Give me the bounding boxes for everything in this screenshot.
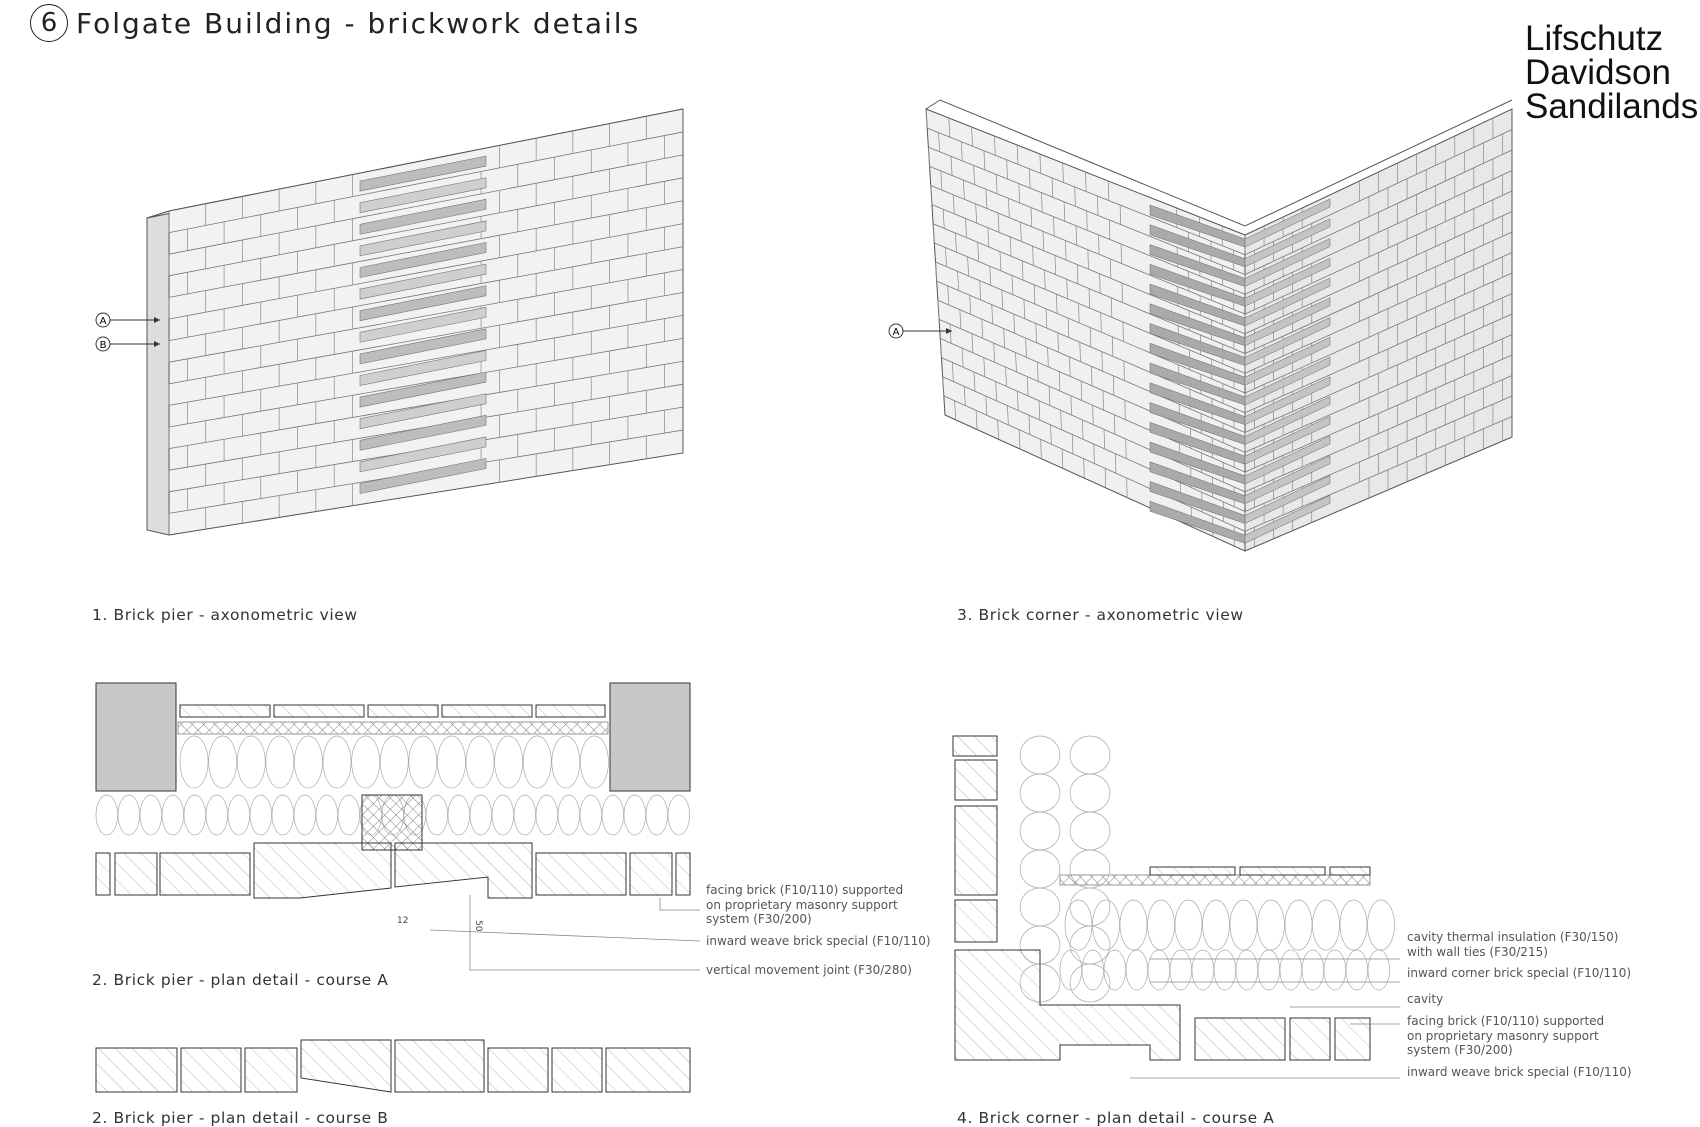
- note-line: on proprietary masonry support: [706, 898, 903, 913]
- brick-pier-axonometric: [147, 109, 683, 535]
- note-line: facing brick (F10/110) supported: [706, 883, 903, 898]
- svg-text:A: A: [893, 327, 900, 338]
- svg-text:50: 50: [473, 920, 483, 932]
- brick-corner-axonometric: [926, 100, 1512, 551]
- svg-text:12: 12: [397, 916, 408, 926]
- note-cavity: cavity: [1407, 992, 1443, 1007]
- note-line: with wall ties (F30/215): [1407, 945, 1618, 960]
- note-cavity-insulation: cavity thermal insulation (F30/150) with…: [1407, 930, 1618, 959]
- note-facing-brick: facing brick (F10/110) supported on prop…: [706, 883, 903, 927]
- caption-corner-plan-a: 4. Brick corner - plan detail - course A: [957, 1109, 1275, 1127]
- note-inward-weave-corner: inward weave brick special (F10/110): [1407, 1065, 1632, 1080]
- note-inward-weave: inward weave brick special (F10/110): [706, 934, 931, 949]
- brick-pier-plan-course-a: [96, 683, 700, 970]
- note-facing-brick-corner: facing brick (F10/110) supported on prop…: [1407, 1014, 1604, 1058]
- note-line: facing brick (F10/110) supported: [1407, 1014, 1604, 1029]
- note-line: on proprietary masonry support: [1407, 1029, 1604, 1044]
- brick-corner-plan-course-a: [953, 736, 1400, 1078]
- note-line: system (F30/200): [706, 912, 903, 927]
- svg-text:B: B: [100, 340, 107, 351]
- note-corner-brick: inward corner brick special (F10/110): [1407, 966, 1631, 981]
- svg-text:A: A: [100, 316, 107, 327]
- brick-pier-plan-course-b: [96, 1040, 690, 1092]
- caption-corner-axo: 3. Brick corner - axonometric view: [957, 606, 1244, 624]
- note-line: cavity thermal insulation (F30/150): [1407, 930, 1618, 945]
- caption-pier-plan-b: 2. Brick pier - plan detail - course B: [92, 1109, 389, 1127]
- note-movement-joint: vertical movement joint (F30/280): [706, 963, 912, 978]
- note-line: system (F30/200): [1407, 1043, 1604, 1058]
- caption-pier-plan-a: 2. Brick pier - plan detail - course A: [92, 971, 389, 989]
- caption-pier-axo: 1. Brick pier - axonometric view: [92, 606, 358, 624]
